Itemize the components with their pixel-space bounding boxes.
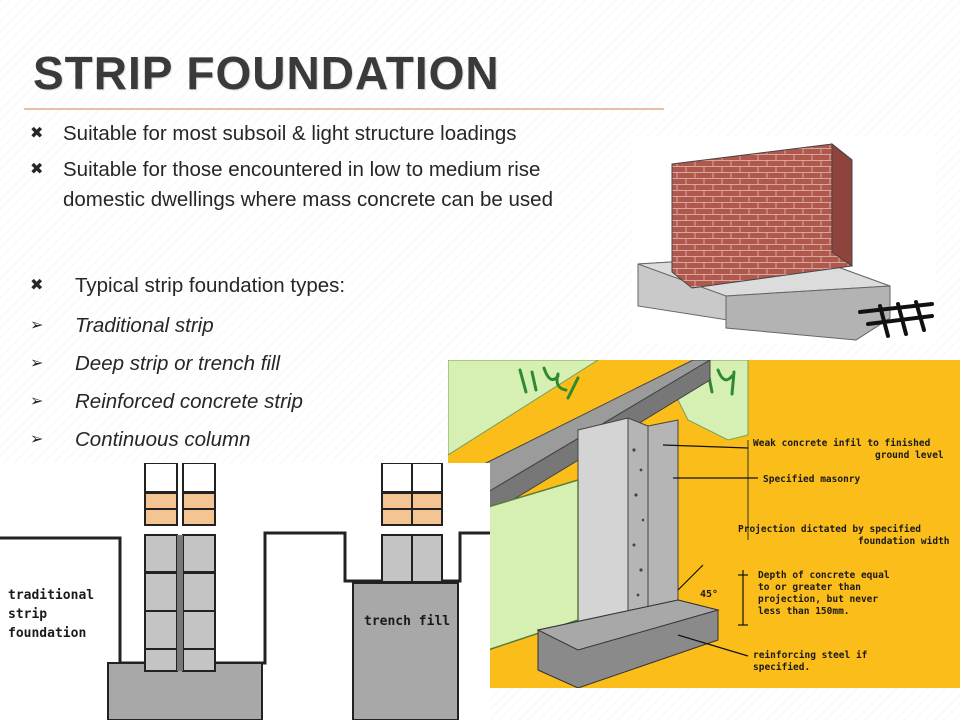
bullet-item: ✖ Suitable for those encountered in low … — [30, 155, 615, 215]
diagram-callout-text: to or greater than — [758, 582, 861, 593]
diagram-callout-text: Specified masonry — [763, 474, 861, 485]
arrow-bullet-icon: ➢ — [30, 355, 44, 372]
cross-bullet-icon: ✖ — [30, 125, 44, 142]
traditional-label-line: foundation — [8, 626, 86, 641]
sub-bullet-text: Deep strip or trench fill — [75, 352, 281, 375]
bullet-item: ✖ Typical strip foundation types: — [30, 271, 590, 301]
traditional-label-line: strip — [8, 607, 47, 622]
diagram-callout-text: foundation width — [858, 536, 950, 547]
arrow-bullet-icon: ➢ — [30, 393, 44, 410]
diagram-callout-text: specified. — [753, 662, 810, 673]
sub-bullet-item: ➢ Reinforced concrete strip — [30, 387, 450, 417]
sub-bullet-item: ➢ Deep strip or trench fill — [30, 349, 450, 379]
bullet-text: Suitable for those encountered in low to… — [63, 158, 553, 211]
diagram-callout-text: projection, but never — [758, 594, 878, 605]
traditional-label-line: traditional — [8, 588, 94, 603]
slide-title: Strip Foundation — [33, 47, 500, 99]
bullet-text: Suitable for most subsoil & light struct… — [63, 122, 517, 145]
diagram-callout-text: Depth of concrete equal — [758, 570, 890, 581]
diagram-callout-text: ground level — [875, 450, 944, 461]
diagram-callout-text: reinforcing steel if — [753, 650, 868, 661]
sub-bullet-text: Traditional strip — [75, 314, 214, 337]
trench-fill-label: trench fill — [364, 614, 450, 629]
cross-bullet-icon: ✖ — [30, 161, 44, 178]
angle-label: 45° — [700, 589, 718, 600]
sub-bullet-text: Reinforced concrete strip — [75, 390, 303, 413]
arrow-bullet-icon: ➢ — [30, 431, 44, 448]
bullet-text: Typical strip foundation types: — [75, 274, 346, 297]
diagram-callout-text: Projection dictated by specified — [738, 524, 921, 535]
diagram-callout-text: less than 150mm. — [758, 606, 850, 617]
brick-wall-illustration — [632, 136, 936, 344]
sub-bullet-item: ➢ Traditional strip — [30, 311, 450, 341]
sub-bullet-text: Continuous column — [75, 428, 251, 451]
arrow-bullet-icon: ➢ — [30, 317, 44, 334]
bullet-item: ✖ Suitable for most subsoil & light stru… — [30, 119, 650, 149]
sub-bullet-item: ➢ Continuous column — [30, 425, 450, 455]
diagram-callout-text: Weak concrete infil to finished — [753, 438, 931, 449]
strip-vs-trench-diagram: traditional strip foundation trench fill — [0, 463, 490, 720]
cross-bullet-icon: ✖ — [30, 277, 44, 294]
title-divider — [24, 108, 664, 110]
